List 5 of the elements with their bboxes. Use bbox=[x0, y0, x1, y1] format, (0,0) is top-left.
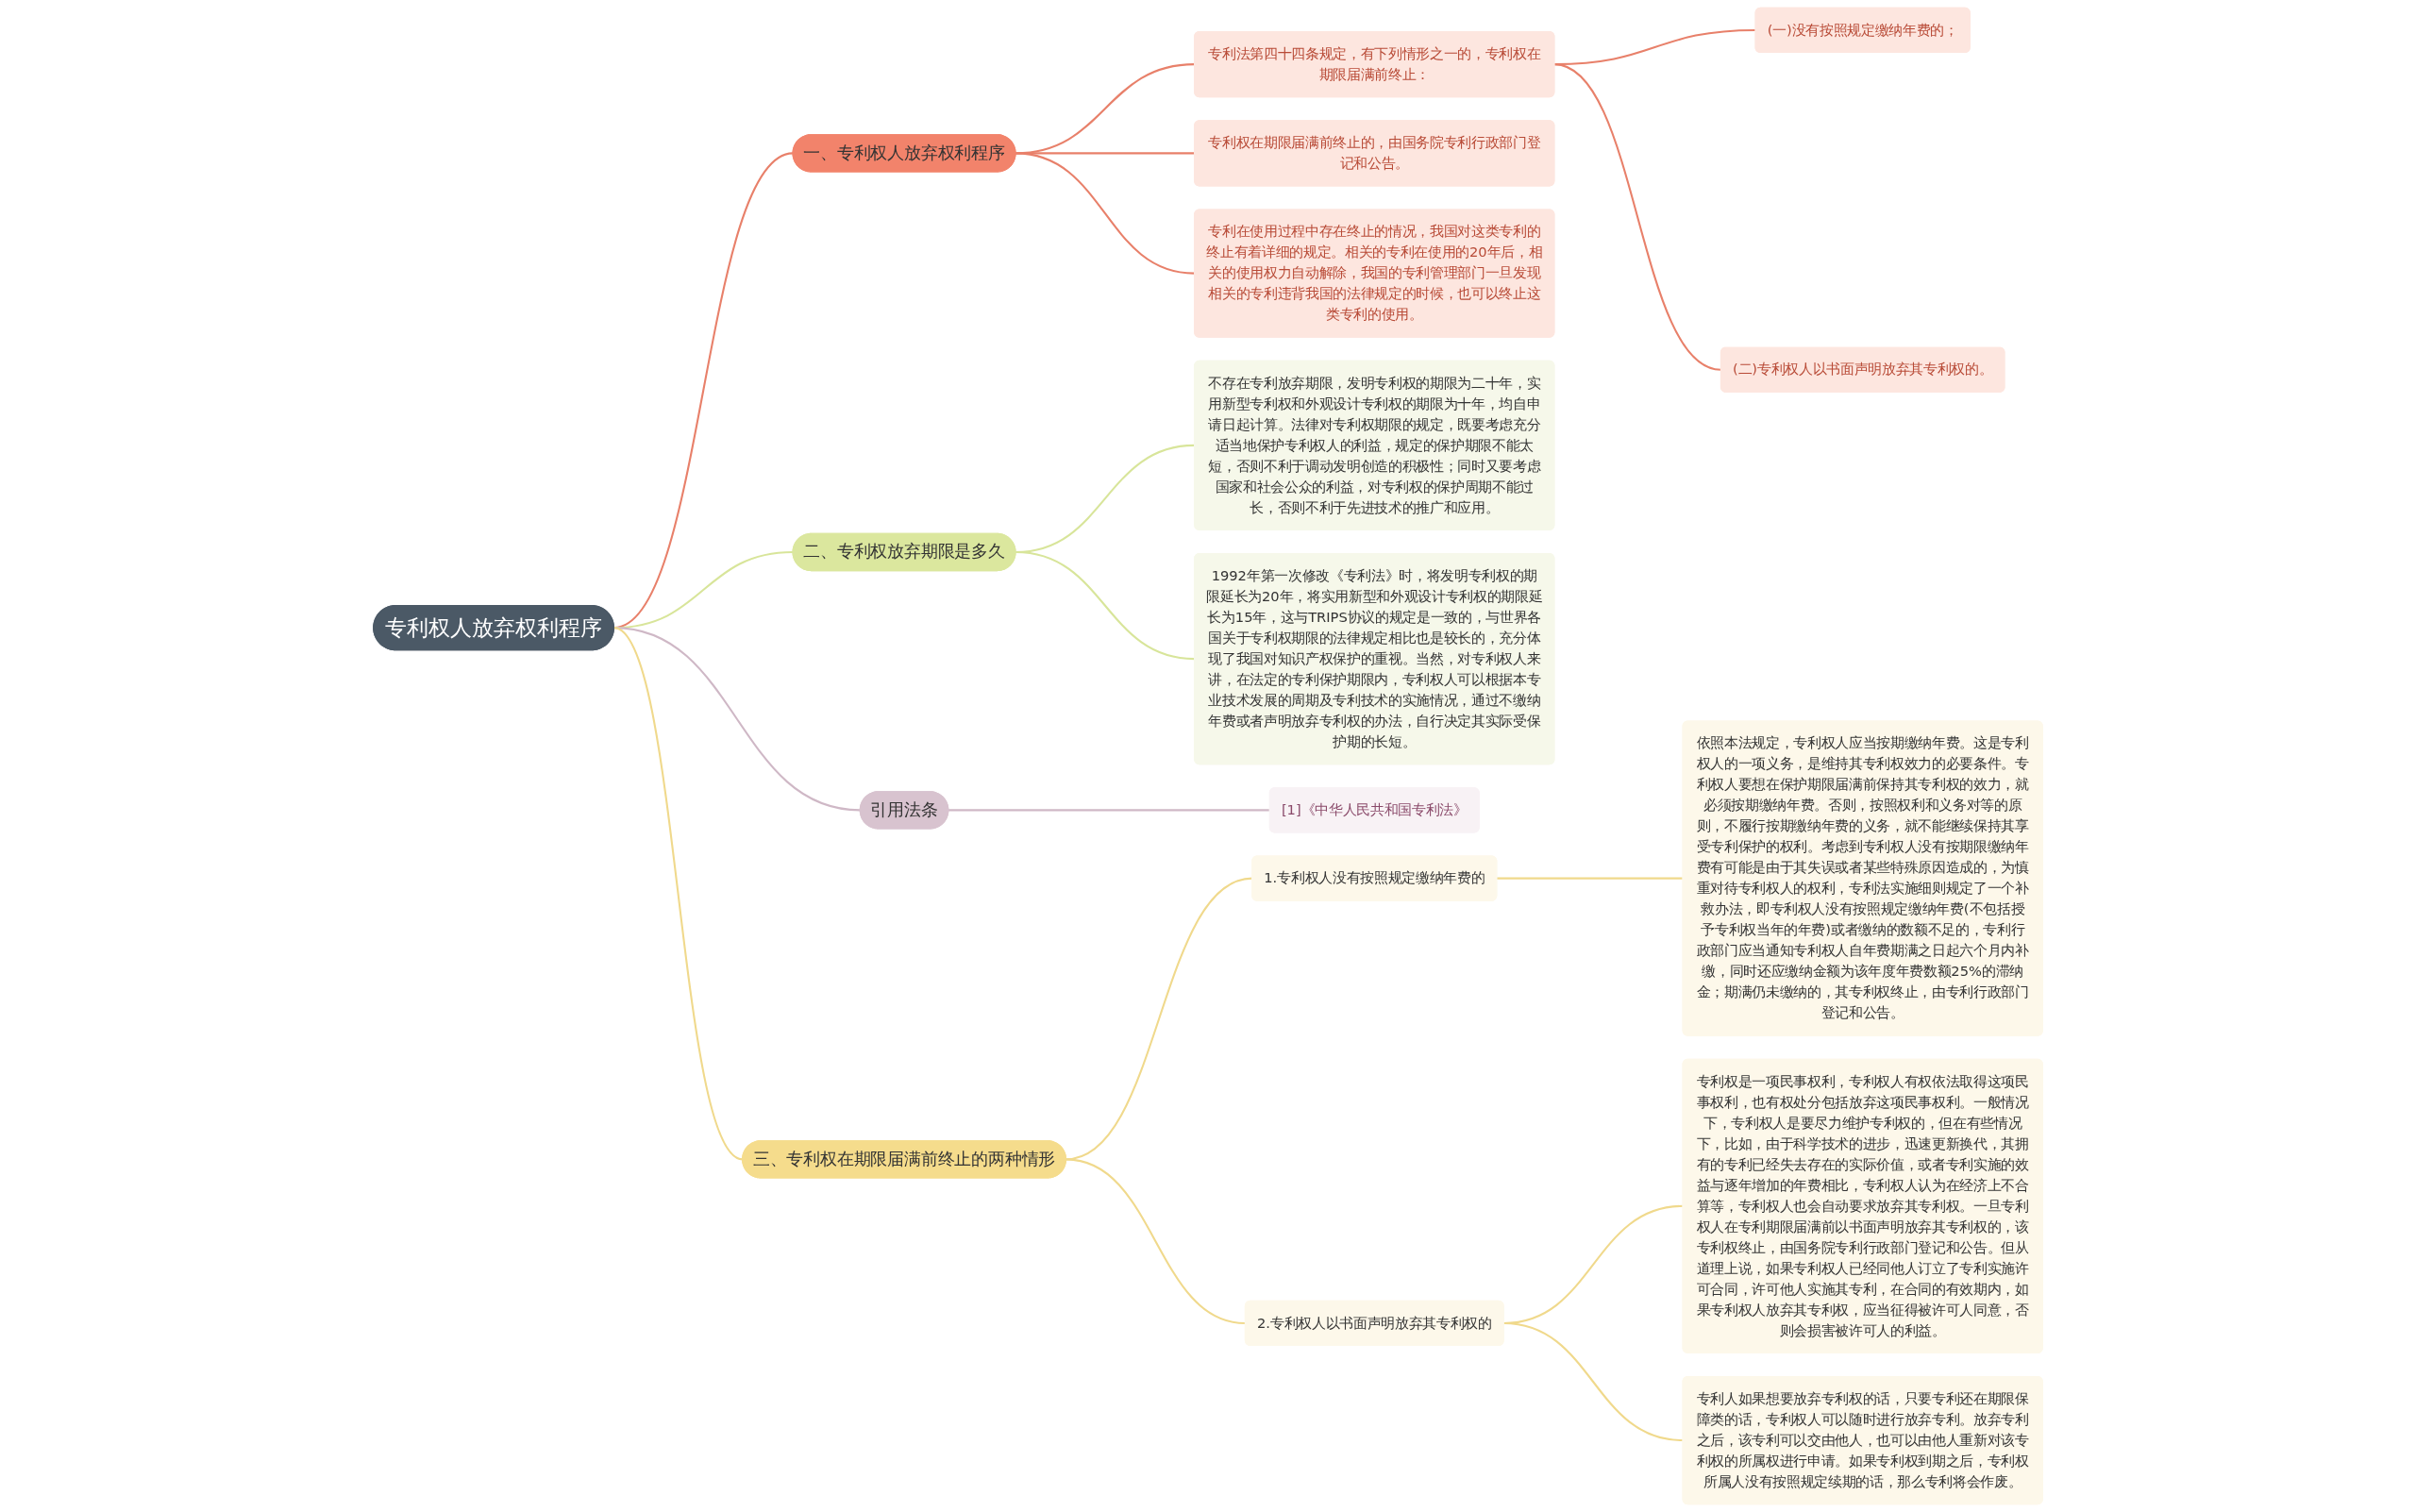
connector bbox=[1496, 877, 1684, 880]
connector bbox=[948, 809, 1270, 812]
connector bbox=[1503, 1321, 1684, 1442]
connector bbox=[1065, 1158, 1246, 1324]
connector bbox=[1553, 63, 1721, 371]
